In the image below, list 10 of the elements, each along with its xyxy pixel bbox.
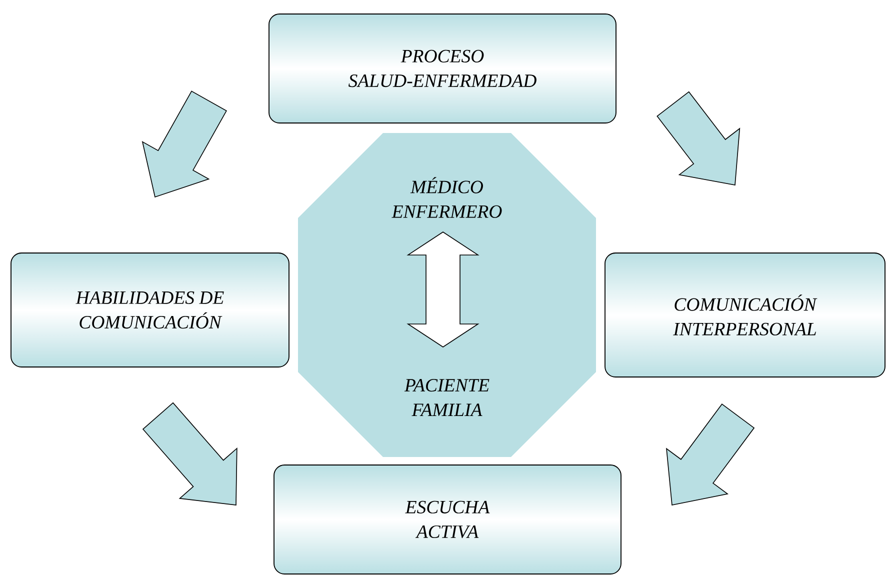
block-arrow <box>142 90 227 198</box>
octagon-text: PACIENTE FAMILIA <box>404 379 490 416</box>
octagon-text: MÉDICO ENFERMERO <box>392 177 502 218</box>
rounded-box: ESCUCHA ACTIVA <box>274 464 622 574</box>
octagon <box>298 133 596 457</box>
block-arrow <box>656 91 740 186</box>
rounded-box: PROCESO SALUD-ENFERMEDAD <box>268 14 616 124</box>
block-arrow <box>406 232 480 348</box>
rounded-box: COMUNICACIÓN INTERPERSONAL <box>604 252 886 378</box>
rounded-box: HABILIDADES DE COMUNICACIÓN <box>10 252 290 368</box>
